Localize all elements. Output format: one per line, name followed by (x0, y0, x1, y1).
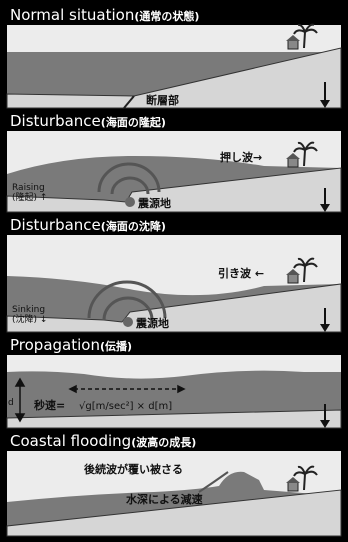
palm-tree-icon (293, 23, 318, 49)
panel-title-jp: (伝播) (99, 340, 133, 353)
palm-tree-icon (293, 465, 318, 491)
seabed (6, 47, 342, 109)
tsunami-diagram: Normal situation(通常の状態) 断層部 (4, 4, 344, 538)
panel-title-en: Disturbance (10, 112, 101, 130)
speed-label: 秒速= (34, 399, 66, 412)
pull-wave-label: 引き波 ← (218, 267, 265, 280)
down-arrow-icon (320, 404, 330, 428)
depth-label: d (8, 398, 14, 408)
house-icon (286, 35, 300, 50)
fault-label: 断層部 (146, 94, 179, 107)
house-icon (286, 153, 300, 168)
epicenter-dot (123, 317, 133, 327)
depth-arrow-icon (14, 377, 26, 423)
seabed (6, 167, 342, 213)
panel-title: Disturbance(海面の隆起) (10, 112, 166, 132)
panel-title-en: Normal situation (10, 6, 135, 24)
epicenter-label: 震源地 (138, 197, 171, 210)
palm-tree-icon (293, 141, 318, 167)
panel-disturbance-raising: Disturbance(海面の隆起) 押し波→ Raising (隆起) ↑ 震… (4, 110, 344, 214)
panel-title: Normal situation(通常の状態) (10, 6, 199, 26)
panel-flooding-art (4, 430, 344, 538)
epicenter-dot (125, 197, 135, 207)
panel-title-en: Disturbance (10, 216, 101, 234)
panel-title: Disturbance(海面の沈降) (10, 216, 166, 236)
panel-raising-art (4, 110, 344, 214)
shock-rings (97, 162, 161, 195)
panel-normal-art (4, 4, 344, 110)
panel-coastal-flooding: Coastal flooding(波高の成長) 後続波が覆い被さる 水深による減… (4, 430, 344, 538)
panel-title-en: Coastal flooding (10, 432, 132, 450)
epicenter-label: 震源地 (136, 317, 169, 330)
house-icon (286, 477, 300, 492)
seabed (6, 409, 342, 429)
down-arrow-icon (320, 82, 330, 108)
panel-title: Coastal flooding(波高の成長) (10, 432, 196, 452)
propagation-arrow-icon (68, 384, 186, 394)
raising-label-jp: (隆起) ↑ (12, 193, 48, 203)
down-arrow-icon (320, 308, 330, 332)
panel-propagation: Propagation(伝播) d 秒速= √g[m/sec²] × d[m] (4, 334, 344, 430)
shock-rings (87, 280, 167, 321)
down-arrow-icon (320, 188, 330, 212)
push-wave-label: 押し波→ (220, 151, 263, 164)
panel-propagation-art (4, 334, 344, 430)
slowdown-label: 水深による減速 (126, 493, 203, 506)
panel-title-jp: (海面の隆起) (100, 116, 166, 129)
seabed (6, 283, 342, 333)
wave-overlap-label: 後続波が覆い被さる (84, 463, 183, 476)
palm-tree-icon (293, 257, 318, 283)
wave-crest (198, 471, 229, 493)
panel-sinking-art (4, 214, 344, 334)
house-icon (286, 269, 300, 284)
panel-normal: Normal situation(通常の状態) 断層部 (4, 4, 344, 110)
sinking-label-jp: (沈降) ↓ (12, 315, 48, 325)
panel-disturbance-sinking: Disturbance(海面の沈降) 引き波 ← Sinking (沈降) ↓ … (4, 214, 344, 334)
panel-title: Propagation(伝播) (10, 336, 132, 356)
panel-title-jp: (波高の成長) (131, 436, 197, 449)
sinking-label-en: Sinking (12, 305, 46, 315)
speed-formula: √g[m/sec²] × d[m] (79, 401, 173, 412)
raising-label-en: Raising (12, 183, 45, 193)
panel-title-jp: (通常の状態) (134, 10, 200, 23)
panel-title-jp: (海面の沈降) (100, 220, 166, 233)
seabed (6, 489, 342, 537)
panel-title-en: Propagation (10, 336, 100, 354)
fault-line (123, 95, 135, 109)
